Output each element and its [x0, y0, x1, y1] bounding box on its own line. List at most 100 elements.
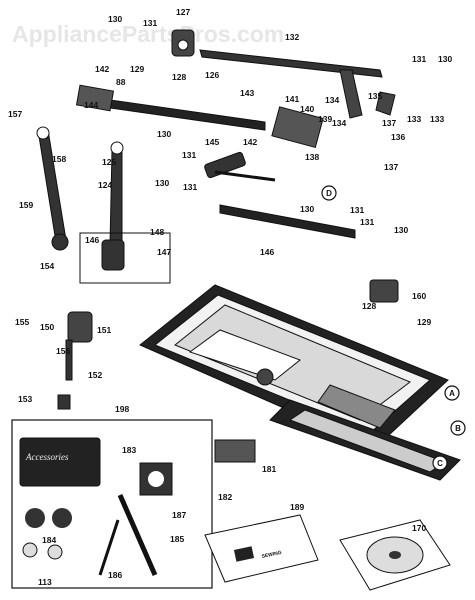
part-127 [171, 29, 195, 57]
accessories-inset: Accessories [11, 419, 213, 589]
screw-152 [57, 339, 73, 410]
part-label: 134 [325, 95, 339, 105]
base-plate-lower [269, 399, 461, 481]
part-label: 150 [40, 322, 54, 332]
part-label: 140 [300, 104, 314, 114]
part-label: 113 [38, 577, 52, 587]
part-label: 127 [176, 7, 190, 17]
reference-callouts: A B C D [321, 185, 466, 471]
part-label: 152 [88, 370, 102, 380]
rod-124 [101, 141, 125, 271]
main-shaft [199, 49, 383, 78]
callout-letter: A [449, 389, 455, 398]
part-label: 138 [305, 152, 319, 162]
part-label: 146 [260, 247, 274, 257]
part-label: 125 [102, 157, 116, 167]
link-assembly-141 [271, 106, 324, 149]
part-label: 186 [108, 570, 122, 580]
shaft-middle [219, 204, 356, 239]
part-label: 143 [240, 88, 254, 98]
part-160 [369, 279, 399, 303]
callout-letter: D [326, 189, 332, 198]
part-label: 126 [205, 70, 219, 80]
lever-135 [339, 69, 396, 119]
watermark-text: AppliancePartsPros.com [12, 21, 284, 47]
callout-c: C [432, 455, 448, 471]
part-label: 146 [85, 235, 99, 245]
rod-159 [36, 126, 69, 251]
part-label: 133 [430, 114, 444, 124]
part-label: 124 [98, 180, 112, 190]
guard-181 [214, 439, 256, 463]
bracket-144 [75, 84, 115, 112]
part-label: 144 [84, 100, 98, 110]
part-label: 137 [382, 118, 396, 128]
callout-d: D [321, 185, 337, 201]
shaft-143 [109, 99, 266, 131]
part-label: 129 [417, 317, 431, 327]
part-label: 151 [97, 325, 111, 335]
manual-text: SEWING [261, 550, 282, 560]
part-label: 183 [122, 445, 136, 455]
part-label: 142 [243, 137, 257, 147]
part-label: 184 [42, 535, 56, 545]
part-label: 134 [332, 118, 346, 128]
part-number-labels: 130 131 127 132 131 130 142 129 128 126 88 144 143 13… [8, 7, 452, 587]
record-170 [339, 519, 451, 591]
part-label: 136 [391, 132, 405, 142]
part-label: 137 [384, 162, 398, 172]
part-label: 131 [412, 54, 426, 64]
part-label: 131 [360, 217, 374, 227]
callout-letter: B [455, 424, 461, 433]
part-label: 182 [218, 492, 232, 502]
accessories-box-text: Accessories [25, 452, 69, 462]
part-label: 130 [155, 178, 169, 188]
part-label: 131 [143, 18, 157, 28]
part-label: 159 [19, 200, 33, 210]
part-label: 130 [157, 129, 171, 139]
part-label: 135 [368, 91, 382, 101]
part-label: 185 [170, 534, 184, 544]
box-146-148 [79, 232, 171, 284]
crank-145 [204, 151, 276, 182]
callout-a: A [444, 385, 460, 401]
part-label: 153 [18, 394, 32, 404]
part-label: 128 [172, 72, 186, 82]
part-label: 145 [205, 137, 219, 147]
callout-b: B [450, 420, 466, 436]
part-label: 181 [262, 464, 276, 474]
part-label: 158 [52, 154, 66, 164]
part-label: 131 [182, 150, 196, 160]
part-label: 130 [438, 54, 452, 64]
part-label: 130 [394, 225, 408, 235]
part-label: 131 [183, 182, 197, 192]
part-label: 155 [15, 317, 29, 327]
part-label: 88 [116, 77, 126, 87]
part-label: 187 [172, 510, 186, 520]
part-label: 130 [300, 204, 314, 214]
part-label: 128 [362, 301, 376, 311]
part-label: 142 [95, 64, 109, 74]
part-label: 160 [412, 291, 426, 301]
part-label: 141 [285, 94, 299, 104]
part-label: 170 [412, 523, 426, 533]
part-label: 154 [40, 261, 54, 271]
part-label: 156 [56, 346, 70, 356]
part-label: 189 [290, 502, 304, 512]
part-label: 129 [130, 64, 144, 74]
part-label: 133 [407, 114, 421, 124]
callout-letter: C [437, 459, 443, 468]
part-150 [67, 311, 93, 343]
base-plate [139, 284, 449, 449]
part-label: 148 [150, 227, 164, 237]
part-label: 131 [350, 205, 364, 215]
part-label: 132 [285, 32, 299, 42]
part-label: 198 [115, 404, 129, 414]
part-label: 130 [108, 14, 122, 24]
part-label: 139 [318, 114, 332, 124]
part-label: 147 [157, 247, 171, 257]
part-label: 157 [8, 109, 22, 119]
manual-189: SEWING [204, 514, 319, 583]
